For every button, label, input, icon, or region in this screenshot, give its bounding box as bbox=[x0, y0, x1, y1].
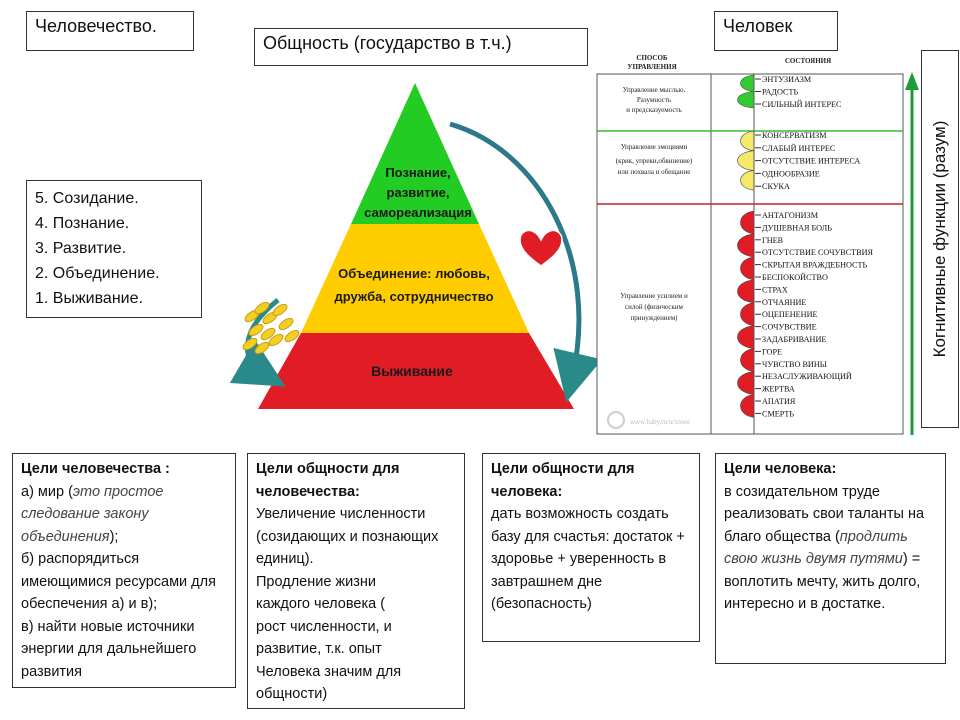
state-label: СТРАХ bbox=[762, 285, 788, 294]
state-label: АПАТИЯ bbox=[762, 397, 796, 406]
pyramid-top-green bbox=[351, 83, 479, 224]
goals-person-title: Цели человека: bbox=[724, 461, 837, 477]
state-label: КОНСЕРВАТИЗМ bbox=[762, 131, 827, 140]
method-line: Управление мыслью. bbox=[623, 86, 686, 94]
goals-community-humanity-text2: Продление жизни каждого человека ( рост … bbox=[256, 573, 402, 703]
goals-community-humanity-text1: Увеличение численности (созидающих и поз… bbox=[256, 506, 439, 567]
state-label: СИЛЬНЫЙ ИНТЕРЕС bbox=[762, 100, 842, 109]
curved-arrow-right bbox=[449, 121, 603, 403]
state-labels: ЭНТУЗИАЗМ РАДОСТЬ СИЛЬНЫЙ ИНТЕРЕС КОНСЕРВАТ… bbox=[755, 75, 874, 418]
watermark-logo-icon bbox=[607, 411, 625, 429]
levels-list-item: 5. Созидание. bbox=[35, 190, 139, 207]
cognitive-arrow-head bbox=[905, 72, 919, 90]
state-label: СЛАБЫЙ ИНТЕРЕС bbox=[762, 144, 836, 153]
state-label: ОЦЕПЕНЕНИЕ bbox=[762, 310, 817, 319]
coins-icon bbox=[242, 301, 300, 355]
state-wave-states_yellow bbox=[737, 130, 755, 191]
col-method-header-2: УПРАВЛЕНИЯ bbox=[627, 63, 676, 71]
state-label: БЕСПОКОЙСТВО bbox=[762, 273, 828, 282]
method-line: принуждением) bbox=[630, 314, 678, 322]
pyramid-bottom-red bbox=[258, 333, 574, 409]
state-label: АНТАГОНИЗМ bbox=[762, 211, 819, 220]
pyramid-top-text-2: развитие, bbox=[387, 185, 450, 200]
goals-community-humanity-box: Цели общности для человечества: Увеличен… bbox=[247, 453, 465, 709]
state-label: ОТСУТСТВИЕ СОЧУВСТВИЯ bbox=[762, 248, 874, 257]
levels-list-item: 3. Развитие. bbox=[35, 240, 127, 257]
humanity-label: Человечество. bbox=[26, 11, 194, 51]
goals-humanity-b: б) распорядиться имеющимися ресурсами дл… bbox=[21, 551, 216, 612]
state-label: ОТСУТСТВИЕ ИНТЕРЕСА bbox=[762, 157, 860, 166]
method-line: Управление усилием и bbox=[620, 292, 688, 300]
method-force: Управление усилием и силой (физическим п… bbox=[620, 292, 688, 322]
levels-list: 5. Созидание. 4. Познание. 3. Развитие. … bbox=[26, 180, 202, 318]
col-method-header-1: СПОСОБ bbox=[636, 54, 668, 62]
pyramid-middle-yellow bbox=[301, 224, 529, 333]
method-emotion: Управление эмоциями (крик, упреки,обвине… bbox=[616, 143, 693, 176]
state-label: РАДОСТЬ bbox=[762, 88, 798, 97]
method-thought: Управление мыслью. Разумность и предсказ… bbox=[623, 86, 686, 114]
goals-humanity-a: а) мир (это простое следование закону об… bbox=[21, 483, 164, 545]
state-label: ЗАДАБРИВАНИЕ bbox=[762, 335, 826, 344]
goals-person-box: Цели человека: в созидательном труде реа… bbox=[715, 453, 946, 664]
pyramid-top-text-3: самореализация bbox=[364, 205, 472, 220]
heart-icon bbox=[519, 229, 563, 267]
method-line: Разумность bbox=[637, 96, 671, 104]
method-line: Управление эмоциями bbox=[621, 143, 688, 151]
goals-community-person-box: Цели общности для человека: дать возможн… bbox=[482, 453, 700, 642]
goals-community-person-text: дать возможность создать базу для счасть… bbox=[491, 506, 685, 612]
state-waves bbox=[737, 74, 755, 418]
state-label: ДУШЕВНАЯ БОЛЬ bbox=[762, 223, 832, 232]
goals-community-person-title: Цели общности для человека: bbox=[491, 461, 635, 500]
curved-arrow-left bbox=[229, 298, 286, 387]
goals-person-text: в созидательном труде реализовать свои т… bbox=[724, 483, 925, 613]
method-line: (крик, упреки,обвинение) bbox=[616, 157, 693, 165]
community-label: Общность (государство в т.ч.) bbox=[254, 28, 588, 66]
state-label: НЕЗАСЛУЖИВАЮЩИЙ bbox=[762, 372, 852, 381]
watermark-text: www.baby.ru/u/xteen bbox=[630, 418, 690, 426]
levels-list-item: 1. Выживание. bbox=[35, 290, 143, 307]
col-states-header: СОСТОЯНИЯ bbox=[785, 57, 831, 65]
state-chart-svg: СПОСОБ УПРАВЛЕНИЯ СОСТОЯНИЯ Управление м… bbox=[596, 54, 904, 435]
goals-humanity-box: Цели человечества : а) мир (это простое … bbox=[12, 453, 236, 688]
state-label: ГОРЕ bbox=[762, 347, 782, 356]
goals-humanity-c: в) найти новые источники энергии для дал… bbox=[21, 618, 197, 680]
state-label: ОДНООБРАЗИЕ bbox=[762, 169, 820, 178]
state-label: СКРЫТАЯ ВРАЖДЕБНОСТЬ bbox=[762, 261, 868, 270]
person-label: Человек bbox=[714, 11, 838, 51]
state-label: СКУКА bbox=[762, 182, 790, 191]
method-line: и предсказуемость bbox=[626, 106, 681, 114]
method-line: или похвала и обещание bbox=[618, 168, 691, 176]
pyramid-top-text-1: Познание, bbox=[385, 165, 450, 180]
state-label: ГНЕВ bbox=[762, 236, 784, 245]
pyramid-middle-text-2: дружба, сотрудничество bbox=[334, 289, 493, 304]
pyramid-middle-text-1: Объединение: любовь, bbox=[338, 266, 490, 281]
pyramid-bottom-text: Выживание bbox=[371, 363, 453, 379]
goals-community-humanity-title: Цели общности для человечества: bbox=[256, 461, 400, 500]
cognitive-functions-label: Когнитивные функции (разум) bbox=[921, 50, 959, 428]
state-label: ЧУВСТВО ВИНЫ bbox=[762, 360, 827, 369]
goals-humanity-title: Цели человечества : bbox=[21, 461, 170, 477]
state-wave-states_red bbox=[737, 210, 755, 418]
levels-list-item: 2. Объединение. bbox=[35, 265, 160, 282]
state-chart: СПОСОБ УПРАВЛЕНИЯ СОСТОЯНИЯ Управление м… bbox=[596, 52, 904, 436]
state-label: ОТЧАЯНИЕ bbox=[762, 298, 806, 307]
state-label: СМЕРТЬ bbox=[762, 409, 794, 418]
state-label: ЖЕРТВА bbox=[762, 385, 795, 394]
state-label: СОЧУВСТВИЕ bbox=[762, 323, 817, 332]
method-line: силой (физическим bbox=[625, 303, 684, 311]
cognitive-functions-text: Когнитивные функции (разум) bbox=[930, 120, 949, 358]
levels-list-item: 4. Познание. bbox=[35, 215, 130, 232]
state-label: ЭНТУЗИАЗМ bbox=[762, 75, 812, 84]
